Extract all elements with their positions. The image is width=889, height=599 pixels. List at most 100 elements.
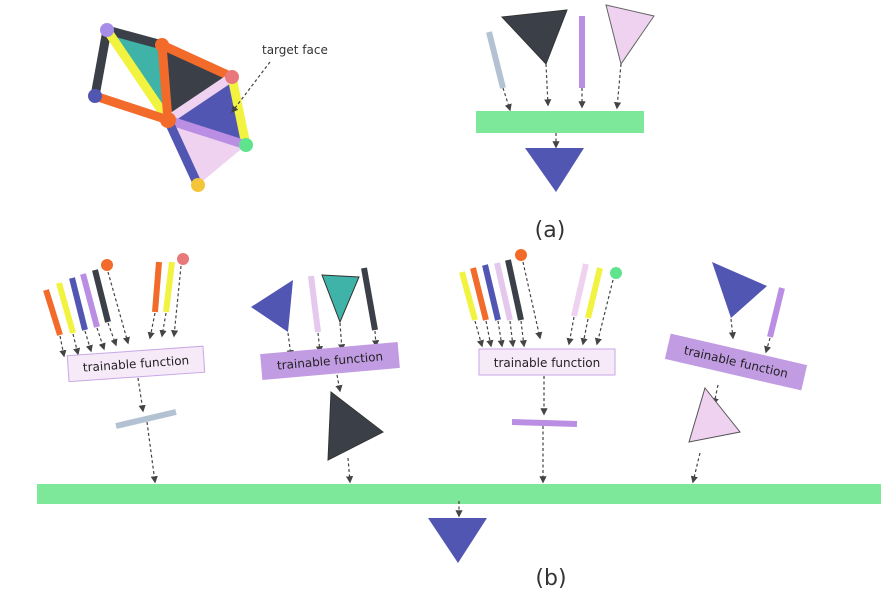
vertex-dot-icon (191, 178, 205, 192)
arrow-icon (159, 312, 167, 338)
edge-bar-icon (505, 259, 524, 321)
arrow-icon (580, 318, 589, 346)
vertex-dot-icon (610, 267, 622, 279)
mesh-edge (227, 76, 251, 146)
arrow-icon (508, 320, 516, 348)
mesh-face (162, 45, 232, 120)
triangle-icon (605, 4, 655, 66)
panel-b: trainable function trainable function (37, 249, 881, 591)
arrow-icon (566, 316, 575, 346)
mesh-graph-icon (88, 23, 253, 192)
arrow-icon (335, 374, 343, 393)
mesh-edge (165, 73, 235, 124)
mesh-edge (103, 27, 172, 123)
arrow-icon (137, 377, 146, 413)
trainable-function-box: trainable function (664, 333, 808, 391)
arrow-icon (522, 261, 543, 340)
vertex-dot-icon (100, 23, 114, 37)
group-3: trainable function (459, 249, 622, 484)
edge-bar-icon (482, 264, 501, 321)
trainable-function-box: trainable function (478, 348, 616, 376)
mesh-face (168, 120, 246, 185)
trainable-function-box: trainable function (260, 342, 400, 380)
trainable-function-label: trainable function (494, 356, 600, 370)
triangle-icon (500, 9, 568, 65)
triangle-icon (327, 391, 384, 461)
edge-bar-icon (80, 273, 100, 328)
vertex-dot-icon (155, 38, 169, 52)
arrow-icon (147, 312, 156, 340)
arrow-icon (170, 265, 182, 338)
triangle-icon (321, 274, 360, 324)
mesh-edge (160, 40, 234, 82)
aggregation-bar (37, 484, 881, 504)
mesh-edge (166, 115, 248, 150)
vertex-dot-icon (515, 249, 527, 261)
edge-bar-icon (459, 271, 478, 321)
edge-bar-icon (494, 262, 513, 321)
edge-bar-icon (585, 267, 603, 319)
edge-bar-icon (470, 267, 489, 321)
arrow-icon (107, 271, 130, 345)
arrow-icon (764, 337, 772, 354)
triangle-icon (251, 280, 293, 332)
arrow-icon (345, 457, 354, 484)
mesh-edge (157, 44, 173, 121)
vertex-dot-icon (160, 112, 176, 128)
arrow-icon (728, 318, 736, 340)
trainable-function-box: trainable function (66, 345, 206, 383)
vertex-dot-icon (88, 89, 102, 103)
arrow-icon (474, 320, 484, 348)
edge-bar-icon (571, 263, 589, 317)
arrow-icon (485, 320, 494, 348)
aggregation-bar (476, 111, 644, 133)
panel-a-label: (a) (535, 218, 566, 243)
edge-bar-icon (163, 261, 175, 313)
arrow-icon (146, 421, 158, 484)
arrow-icon (372, 330, 380, 348)
edge-bar-icon (486, 31, 506, 89)
arrow-icon (690, 452, 701, 484)
edge-bar-icon (69, 277, 88, 331)
edge-bar-icon (115, 409, 177, 429)
arrow-icon (497, 320, 505, 348)
mesh-edge (105, 25, 164, 50)
vertex-dot-icon (101, 259, 113, 271)
triangle-icon (712, 262, 767, 318)
panel-a: (a) (476, 4, 655, 243)
triangle-icon (428, 518, 487, 563)
arrow-icon (337, 322, 346, 352)
arrow-icon (59, 335, 67, 358)
target-face-label: target face (262, 43, 328, 57)
vertex-dot-icon (239, 138, 253, 152)
mesh-edge (93, 91, 170, 125)
group-4: trainable function (664, 262, 808, 484)
arrow-icon (502, 87, 512, 112)
edge-bar-icon (361, 267, 378, 331)
group-2: trainable function (251, 267, 400, 484)
arrow-icon (84, 330, 93, 353)
arrow-icon (107, 322, 118, 347)
edge-bar-icon (511, 419, 578, 427)
edge-bar-icon (767, 287, 785, 338)
mesh-edge (90, 29, 112, 97)
arrow-icon (231, 61, 271, 114)
vertex-dot-icon (225, 70, 239, 84)
mesh-edge (163, 118, 203, 187)
arrow-icon (72, 333, 81, 356)
triangle-icon (525, 148, 584, 192)
panel-b-label: (b) (535, 566, 566, 591)
arrow-icon (96, 327, 106, 351)
arrow-icon (594, 279, 614, 346)
group-1: trainable function (43, 253, 206, 484)
arrow-icon (613, 63, 622, 110)
vertex-dot-icon (177, 253, 189, 265)
arrow-icon (544, 63, 552, 107)
mesh-face-target (168, 77, 246, 145)
edge-bar-icon (152, 261, 162, 313)
edge-bar-icon (308, 275, 321, 333)
edge-bar-icon (56, 282, 76, 334)
triangle-icon (688, 386, 741, 443)
edge-bar-icon (43, 289, 63, 336)
